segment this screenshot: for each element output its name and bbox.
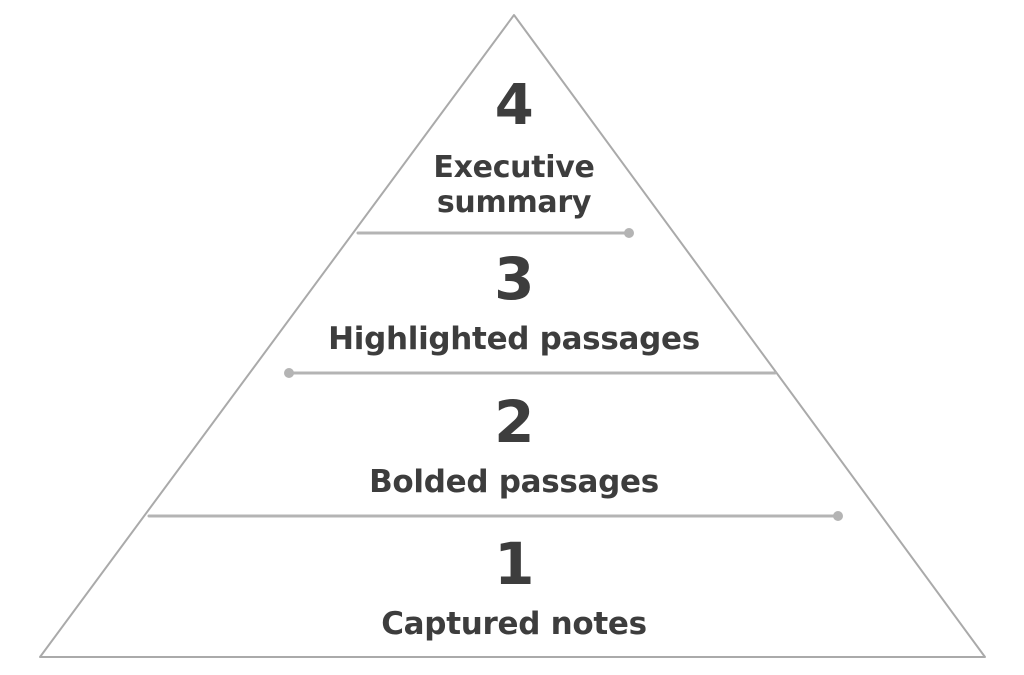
tier-4-label: Executive summary — [312, 150, 716, 221]
pyramid-tier-1: 1 Captured notes — [162, 535, 866, 640]
tier-2-label: Bolded passages — [369, 464, 659, 500]
divider-3-2 — [284, 368, 777, 378]
tier-3-number: 3 — [494, 245, 534, 313]
pyramid-tier-2: 2 Bolded passages — [212, 393, 816, 498]
tier-4-label-line-2: summary — [436, 185, 592, 221]
tier-1-number: 1 — [494, 530, 534, 598]
divider-4-3-endpoint-dot — [624, 228, 634, 238]
tier-2-number: 2 — [494, 388, 534, 456]
divider-2-1-endpoint-dot — [833, 511, 843, 521]
tier-3-label: Highlighted passages — [328, 321, 700, 357]
tier-4-number: 4 — [494, 73, 534, 138]
pyramid-tier-4: 4 Executive summary — [312, 78, 716, 221]
tier-4-label-line-1: Executive — [433, 150, 595, 185]
divider-2-1 — [147, 511, 843, 521]
divider-4-3 — [356, 228, 634, 238]
pyramid-outline — [39, 14, 986, 658]
divider-3-2-endpoint-dot — [284, 368, 294, 378]
tier-1-label: Captured notes — [381, 606, 647, 642]
pyramid-tier-3: 3 Highlighted passages — [262, 250, 766, 355]
